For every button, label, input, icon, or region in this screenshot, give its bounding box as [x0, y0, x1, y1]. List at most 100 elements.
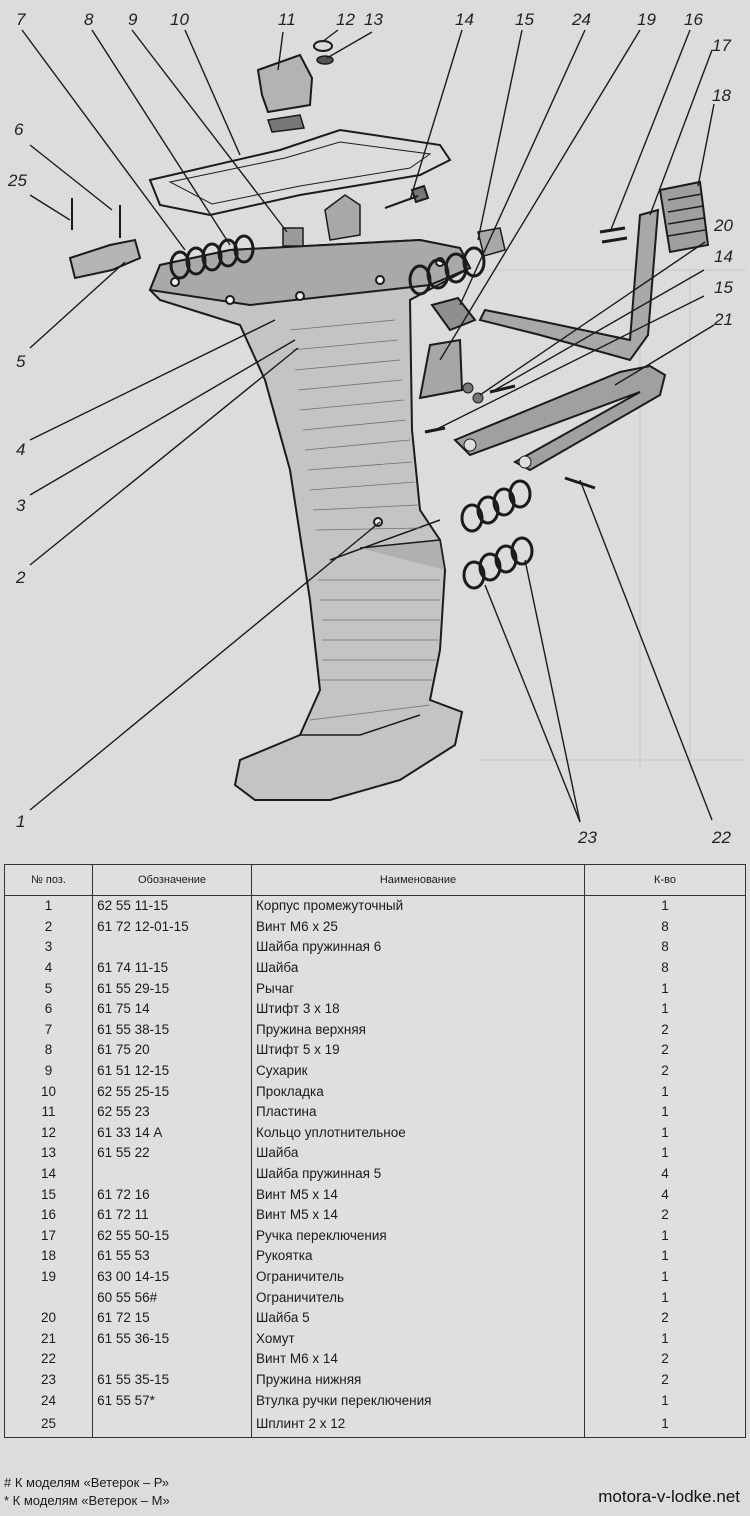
- header-designation: Обозначение: [92, 864, 252, 896]
- cell-pos: 25: [3, 1410, 94, 1438]
- callout-3: 3: [16, 496, 26, 515]
- cell-name: Прокладка: [250, 1081, 586, 1102]
- cell-pos: 12: [3, 1122, 94, 1144]
- shift-handle-part: [478, 208, 660, 362]
- callout-1: 1: [16, 812, 26, 831]
- cell-qty: 8: [584, 957, 746, 979]
- cell-name: Штифт 3 х 18: [250, 998, 586, 1020]
- cell-qty: 1: [584, 1225, 746, 1247]
- cell-des: [92, 937, 252, 958]
- cell-pos: 17: [3, 1225, 94, 1247]
- cell-des: 61 55 35-15: [92, 1369, 252, 1391]
- cell-des: 61 75 14: [92, 998, 252, 1020]
- cell-des: 61 33 14 А: [92, 1122, 252, 1144]
- callout-14-top: 14: [455, 10, 474, 29]
- cell-pos: 1: [3, 895, 94, 917]
- cell-pos: 9: [3, 1060, 94, 1082]
- cell-name: Кольцо уплотнительное: [250, 1122, 586, 1144]
- cell-qty: 2: [584, 1349, 746, 1370]
- cell-name: Ограничитель: [250, 1266, 586, 1288]
- cell-pos: [3, 1287, 94, 1308]
- cell-name: Винт М5 х 14: [250, 1204, 586, 1226]
- cell-name: Ограничитель: [250, 1287, 586, 1308]
- cell-des: 60 55 56#: [92, 1287, 252, 1308]
- cell-pos: 23: [3, 1369, 94, 1391]
- callout-24: 24: [572, 10, 591, 29]
- cell-qty: 1: [584, 1081, 746, 1102]
- cell-pos: 21: [3, 1328, 94, 1350]
- cell-qty: 4: [584, 1163, 746, 1185]
- callout-25: 25: [8, 171, 27, 190]
- cell-qty: 1: [584, 998, 746, 1020]
- callout-16: 16: [684, 10, 703, 29]
- header-name: Наименование: [250, 864, 586, 896]
- cell-des: [92, 1163, 252, 1185]
- exploded-diagram: 7 8 9 10 11 12 13 14 15 24 19 16 17 18 6…: [8, 10, 745, 847]
- header-pos: № поз.: [3, 864, 94, 896]
- callout-8: 8: [84, 10, 94, 29]
- cell-des: 61 75 20: [92, 1040, 252, 1061]
- cell-pos: 11: [3, 1101, 94, 1123]
- cell-des: 61 55 53: [92, 1246, 252, 1267]
- plate-part: [256, 53, 314, 114]
- cell-pos: 24: [3, 1390, 94, 1411]
- cell-qty: 4: [584, 1184, 746, 1205]
- cell-pos: 20: [3, 1307, 94, 1329]
- cell-qty: 8: [584, 937, 746, 958]
- cell-des: 62 55 50-15: [92, 1225, 252, 1247]
- clamp-part: [453, 364, 667, 472]
- footnotes: # К моделям «Ветерок – Р» * К моделям «В…: [4, 1474, 170, 1510]
- cell-qty: 8: [584, 916, 746, 938]
- cell-pos: 19: [3, 1266, 94, 1288]
- upper-springs-part: [169, 234, 486, 296]
- cell-qty: 1: [584, 1122, 746, 1144]
- cell-des: 61 72 11: [92, 1204, 252, 1226]
- callout-9: 9: [128, 10, 138, 29]
- cell-des: 61 55 22: [92, 1143, 252, 1164]
- cell-pos: 18: [3, 1246, 94, 1267]
- cell-name: Шплинт 2 х 12: [250, 1410, 586, 1438]
- cell-name: Пружина верхняя: [250, 1019, 586, 1041]
- cell-name: Втулка ручки переключения: [250, 1390, 586, 1411]
- cell-name: Шайба 5: [250, 1307, 586, 1329]
- cell-name: Пластина: [250, 1101, 586, 1123]
- cell-qty: 1: [584, 1101, 746, 1123]
- callout-6: 6: [14, 120, 24, 139]
- callout-4: 4: [16, 440, 26, 459]
- cell-name: Шайба пружинная 6: [250, 937, 586, 958]
- cell-pos: 14: [3, 1163, 94, 1185]
- cell-qty: 2: [584, 1040, 746, 1061]
- callout-19: 19: [637, 10, 656, 29]
- housing-part: [148, 238, 472, 801]
- callout-11: 11: [278, 10, 296, 29]
- cell-des: 61 55 29-15: [92, 978, 252, 999]
- parts-drawing: [21, 29, 745, 823]
- lever-part: [68, 238, 142, 280]
- cell-des: 62 55 23: [92, 1101, 252, 1123]
- cell-des: 61 55 36-15: [92, 1328, 252, 1350]
- cell-name: Шайба: [250, 957, 586, 979]
- cell-qty: 1: [584, 1390, 746, 1411]
- cell-qty: 2: [584, 1204, 746, 1226]
- callout-13: 13: [364, 10, 383, 29]
- cell-des: 62 55 11-15: [92, 895, 252, 917]
- callout-20: 20: [714, 216, 733, 235]
- cell-des: 61 55 38-15: [92, 1019, 252, 1041]
- callout-23: 23: [578, 828, 597, 847]
- cell-name: Винт М6 х 14: [250, 1349, 586, 1370]
- limiter-part: [418, 338, 464, 400]
- housing-shading: [289, 319, 440, 721]
- cell-pos: 8: [3, 1040, 94, 1061]
- leader-lines: [21, 29, 715, 823]
- callout-17: 17: [712, 36, 731, 55]
- callout-14-right: 14: [714, 247, 733, 266]
